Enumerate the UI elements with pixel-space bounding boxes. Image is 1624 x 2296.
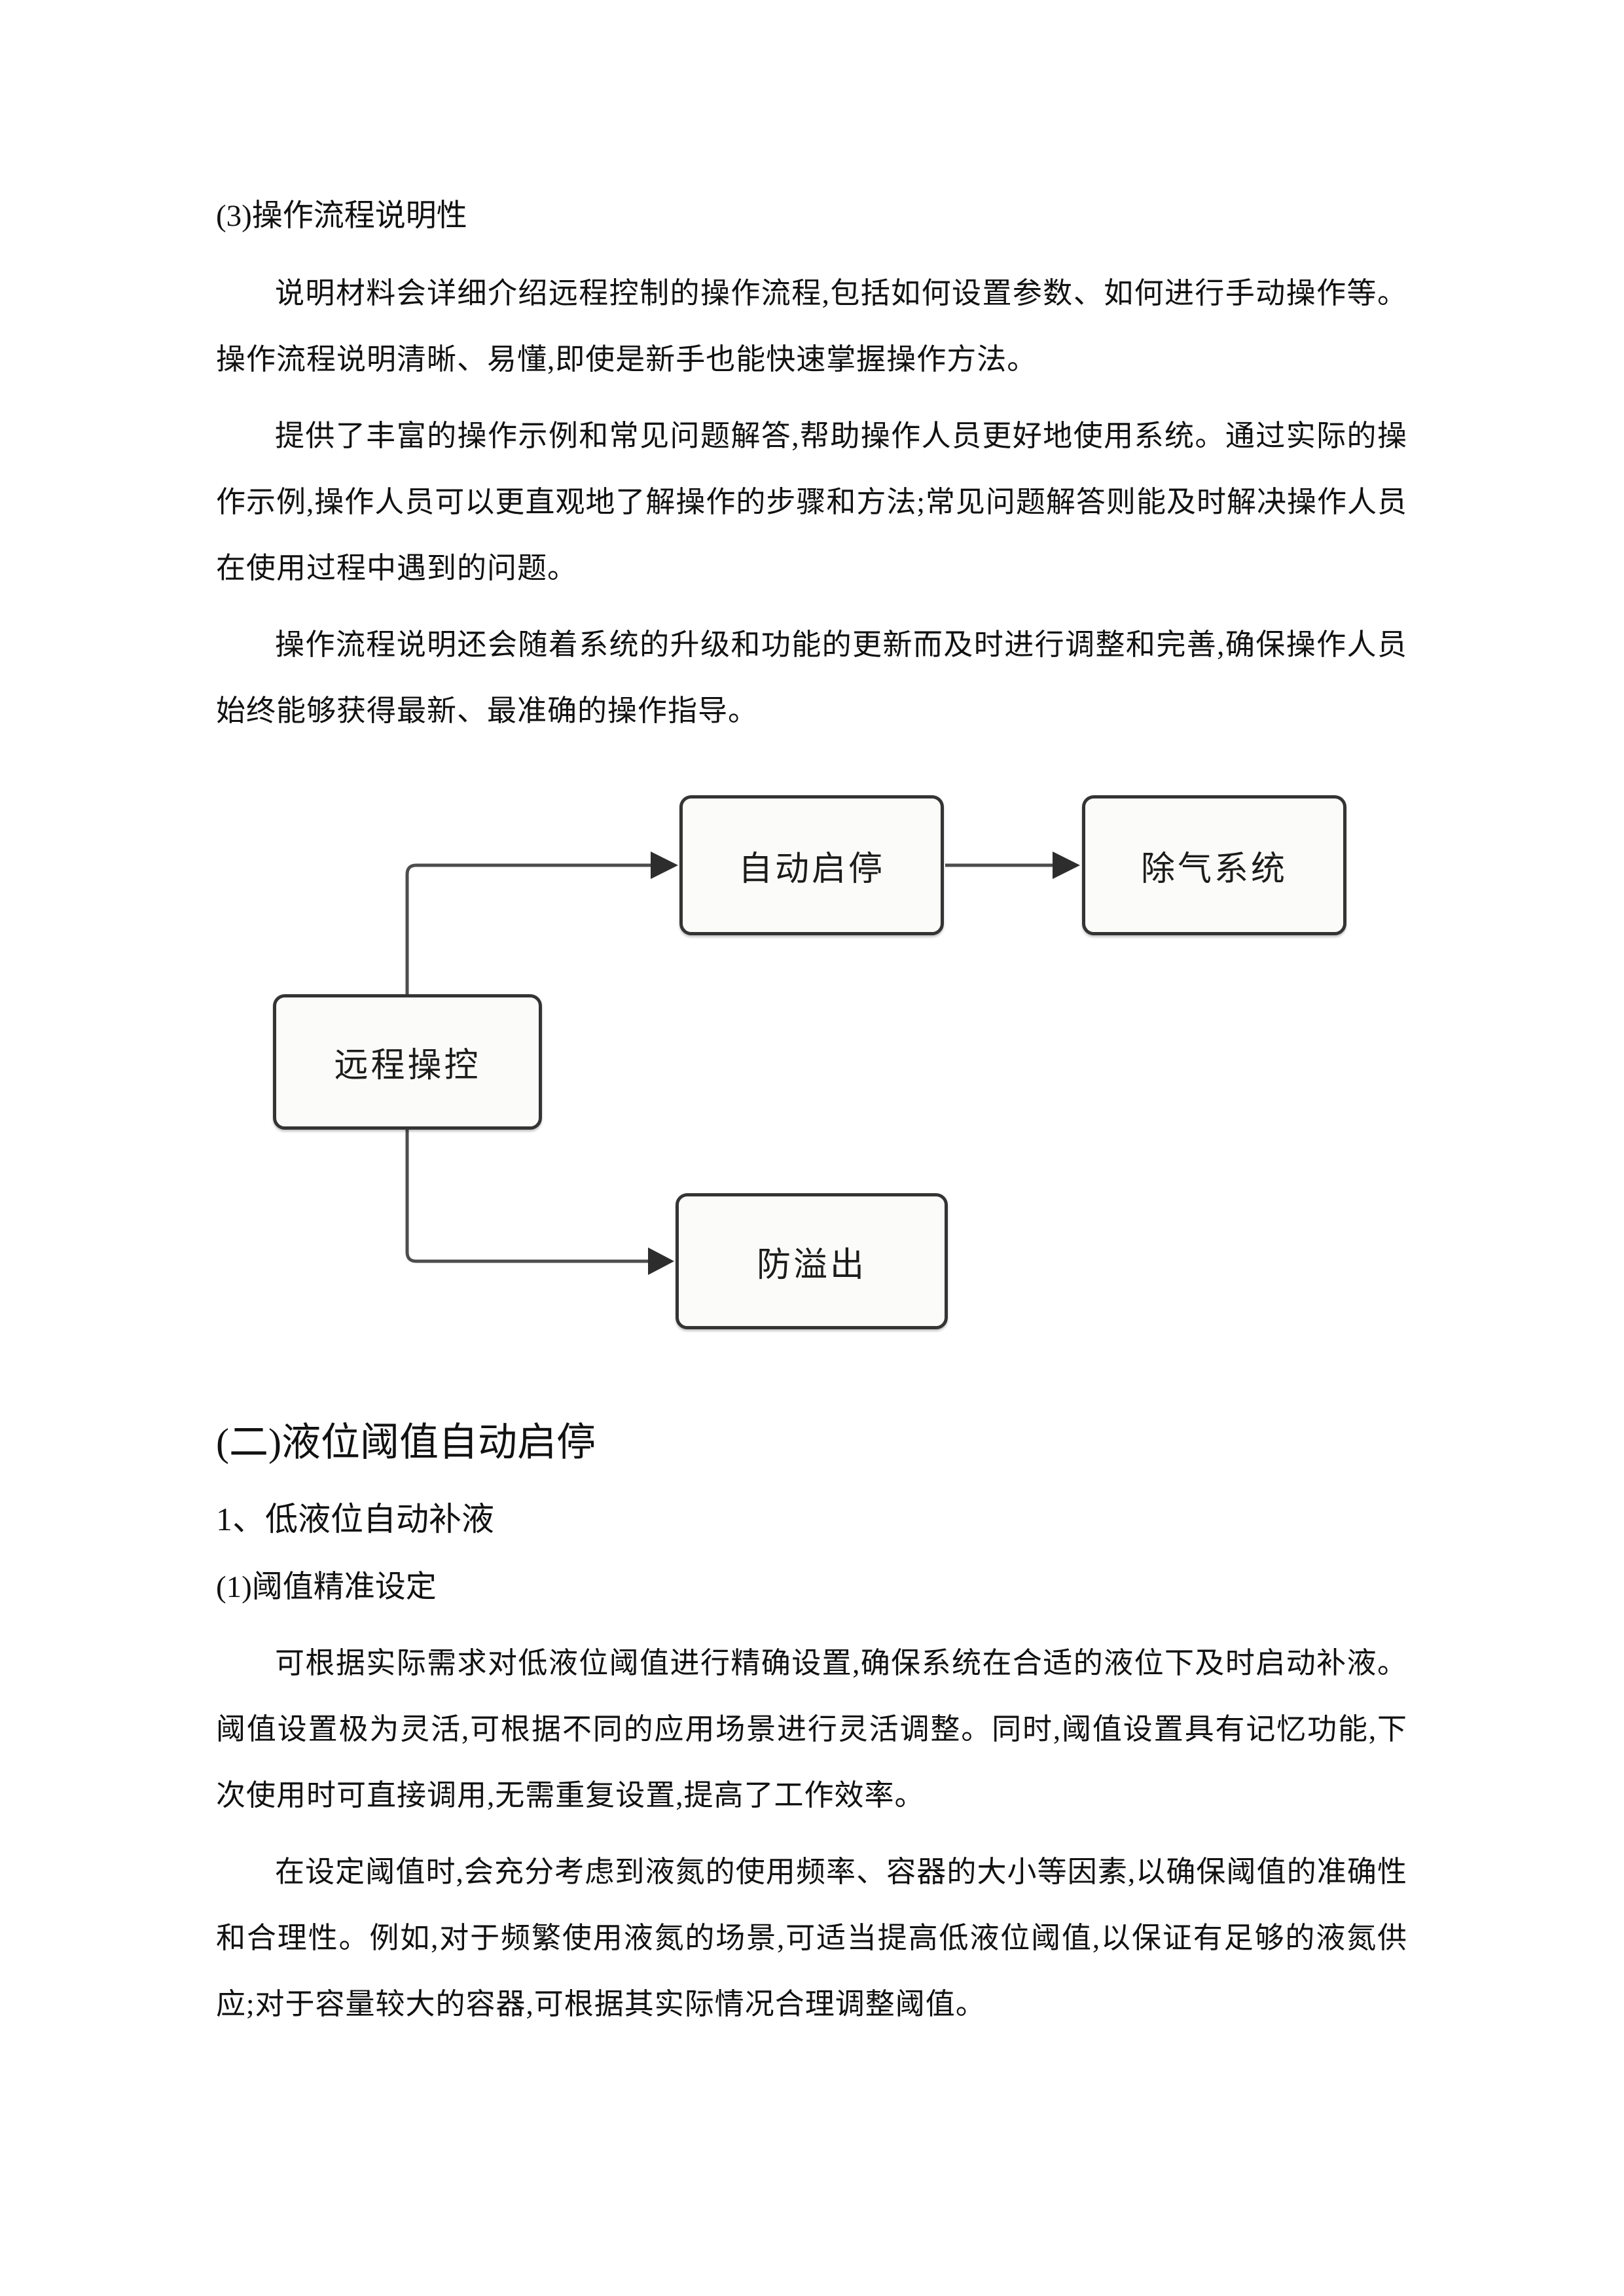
paragraph-2: 提供了丰富的操作示例和常见问题解答,帮助操作人员更好地使用系统。通过实际的操作示… bbox=[216, 420, 1407, 584]
connector-remote-to-overflow bbox=[405, 1128, 649, 1263]
sub-heading-low-level-refill: 1、低液位自动补液 bbox=[216, 1501, 494, 1537]
arrowhead-icon bbox=[1053, 852, 1080, 879]
heading-operation-flow: (3)操作流程说明性 bbox=[216, 199, 467, 233]
arrowhead-icon bbox=[651, 852, 678, 879]
flow-node-label: 自动启停 bbox=[738, 850, 885, 888]
connector-remote-to-auto bbox=[405, 863, 652, 996]
flow-node-remote-control: 远程操控 bbox=[273, 994, 542, 1130]
flow-node-label: 远程操控 bbox=[334, 1047, 481, 1085]
paragraph-1: 说明材料会详细介绍远程控制的操作流程,包括如何设置参数、如何进行手动操作等。操作… bbox=[216, 277, 1407, 376]
paragraph-3: 操作流程说明还会随着系统的升级和功能的更新而及时进行调整和完善,确保操作人员始终… bbox=[216, 628, 1407, 727]
paragraph-4: 可根据实际需求对低液位阈值进行精确设置,确保系统在合适的液位下及时启动补液。阈值… bbox=[216, 1647, 1407, 1812]
flow-node-label: 防溢出 bbox=[756, 1246, 867, 1284]
section-heading-liquid-level: (二)液位阈值自动启停 bbox=[216, 1421, 596, 1464]
flowchart: 远程操控 自动启停 除气系统 防溢出 bbox=[216, 778, 1407, 1380]
flow-node-label: 除气系统 bbox=[1140, 850, 1288, 888]
paragraph-5: 在设定阈值时,会充分考虑到液氮的使用频率、容器的大小等因素,以确保阈值的准确性和… bbox=[216, 1856, 1407, 2020]
sub-heading-threshold-setting: (1)阈值精准设定 bbox=[216, 1570, 437, 1604]
flow-node-auto-start-stop: 自动启停 bbox=[679, 795, 944, 935]
flow-node-degas-system: 除气系统 bbox=[1082, 795, 1346, 935]
arrowhead-icon bbox=[648, 1247, 674, 1275]
flowchart-connectors bbox=[405, 852, 1080, 1275]
flow-node-anti-overflow: 防溢出 bbox=[676, 1193, 948, 1329]
